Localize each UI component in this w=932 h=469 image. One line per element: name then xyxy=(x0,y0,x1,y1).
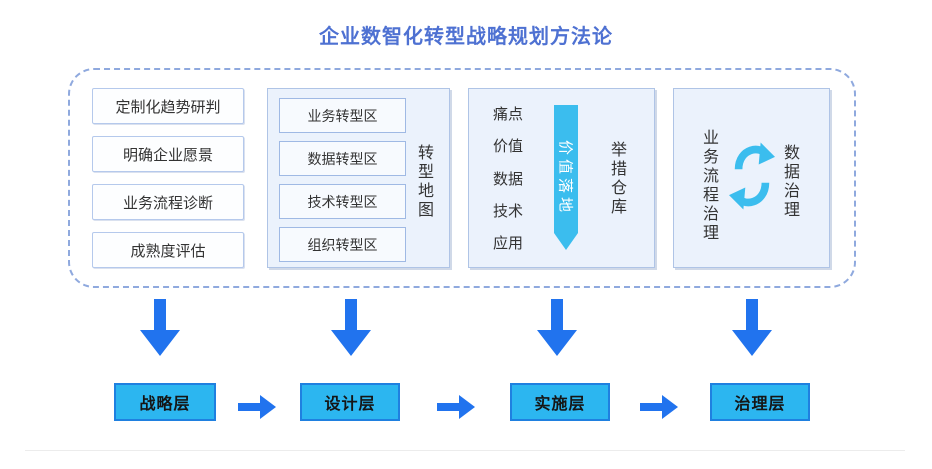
down-arrow-icon xyxy=(140,299,180,356)
right-arrow-icon xyxy=(437,395,475,419)
down-arrow-icon xyxy=(537,299,577,356)
ribbon-down-arrow-icon xyxy=(554,105,578,250)
bottom-divider xyxy=(25,450,905,451)
map-box-business: 业务转型区 xyxy=(279,98,406,133)
down-arrow-icon xyxy=(732,299,772,356)
strategy-box-process: 业务流程诊断 xyxy=(92,184,244,220)
layer-box-governance: 治理层 xyxy=(710,383,810,421)
layer-box-strategy: 战略层 xyxy=(114,383,216,421)
value-item: 痛点 xyxy=(493,106,524,123)
transform-map-label: 转型地图 xyxy=(415,144,432,220)
right-arrow-icon xyxy=(640,395,678,419)
transform-map-panel: 业务转型区 数据转型区 技术转型区 组织转型区 转型地图 xyxy=(267,88,450,268)
value-item: 价值 xyxy=(493,138,524,156)
value-landing-arrow-label: 价值落地 xyxy=(556,139,574,217)
map-box-org: 组织转型区 xyxy=(279,227,406,262)
measure-warehouse-label: 举措仓库 xyxy=(608,141,625,217)
data-governance-label: 数据治理 xyxy=(781,144,798,220)
strategy-box-trend: 定制化趋势研判 xyxy=(92,88,244,124)
layer-box-implementation: 实施层 xyxy=(510,383,610,421)
strategy-box-maturity: 成熟度评估 xyxy=(92,232,244,268)
methodology-outline-container xyxy=(68,68,856,288)
down-arrow-icon xyxy=(331,299,371,356)
governance-panel: 业务流程治理 数据治理 xyxy=(673,88,830,268)
value-landing-panel: 痛点 价值 数据 技术 应用 价值落地 举措仓库 xyxy=(468,88,655,268)
page-title: 企业数智化转型战略规划方法论 xyxy=(319,26,613,48)
cycle-arrows-icon xyxy=(729,142,775,210)
value-landing-arrow-icon: 价值落地 xyxy=(554,105,578,251)
strategy-box-vision: 明确企业愿景 xyxy=(92,136,244,172)
value-item: 数据 xyxy=(493,170,524,188)
map-box-data: 数据转型区 xyxy=(279,141,406,176)
value-item-list: 痛点 价值 数据 技术 应用 xyxy=(493,103,523,253)
business-process-governance-label: 业务流程治理 xyxy=(700,129,717,243)
value-item: 技术 xyxy=(493,202,524,220)
value-item: 应用 xyxy=(493,235,524,252)
map-box-tech: 技术转型区 xyxy=(279,184,406,219)
layer-box-design: 设计层 xyxy=(300,383,400,421)
right-arrow-icon xyxy=(238,395,276,419)
